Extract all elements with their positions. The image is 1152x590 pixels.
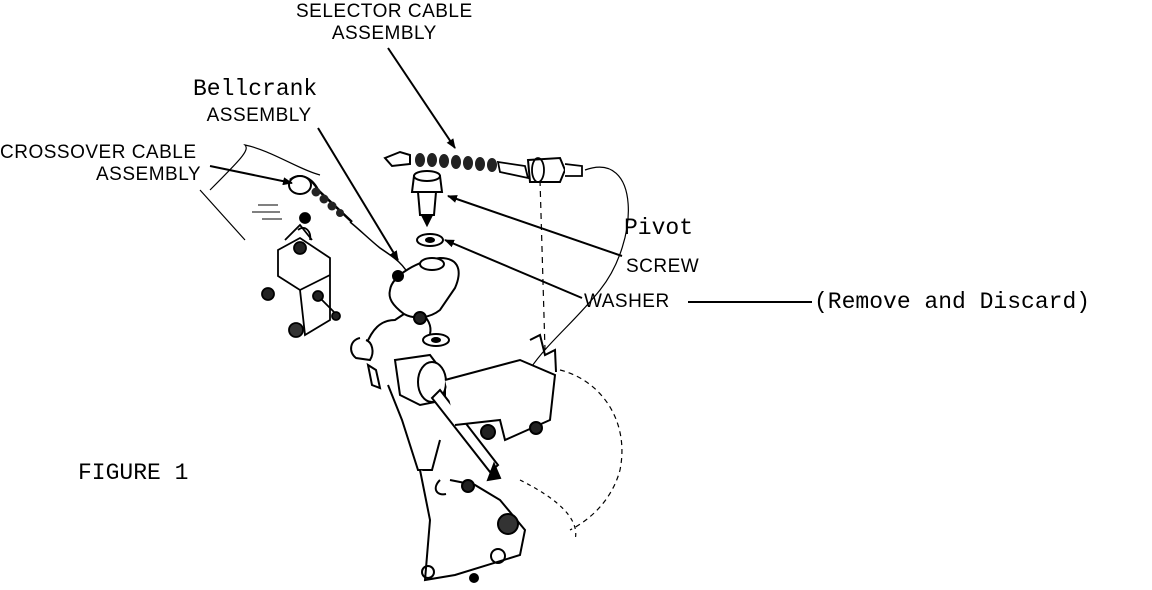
remove-and-discard-note: (Remove and Discard)	[814, 289, 1091, 315]
crossover-cable-label-line1: CROSSOVER CABLE	[0, 142, 197, 163]
crossover-cable-label-line2: ASSEMBLY	[96, 164, 202, 185]
pivot-screw-leader	[447, 195, 623, 257]
crossover-cable	[288, 175, 411, 279]
washer-label: WASHER	[584, 291, 670, 312]
screw-label: SCREW	[626, 256, 700, 277]
selector-cable-label: SELECTOR CABLE ASSEMBLY	[296, 2, 473, 43]
bellcrank-label-line2: ASSEMBLY	[206, 105, 312, 126]
crossover-cable-label: CROSSOVER CABLE ASSEMBLY	[0, 143, 201, 184]
washer-leader	[444, 239, 583, 299]
crossover-cable-leader	[209, 165, 293, 186]
bellcrank-leader	[317, 127, 399, 261]
selector-cable	[383, 150, 583, 183]
bellcrank-label-line1: Bellcrank	[193, 76, 318, 102]
selector-cable-label-line2: ASSEMBLY	[331, 23, 437, 44]
selector-cable-leader	[387, 47, 456, 149]
bellcrank-label: Bellcrank ASSEMBLY	[193, 76, 318, 126]
pivot-label: Pivot	[624, 215, 694, 241]
lever-and-plate	[366, 333, 557, 583]
housing-outline	[199, 144, 629, 541]
left-bracket	[252, 204, 341, 338]
bellcrank	[350, 256, 460, 362]
pivot-screw-and-washers	[410, 170, 450, 347]
selector-cable-label-line1: SELECTOR CABLE	[296, 1, 473, 22]
leader-lines	[209, 47, 812, 303]
figure-caption: FIGURE 1	[78, 460, 189, 486]
